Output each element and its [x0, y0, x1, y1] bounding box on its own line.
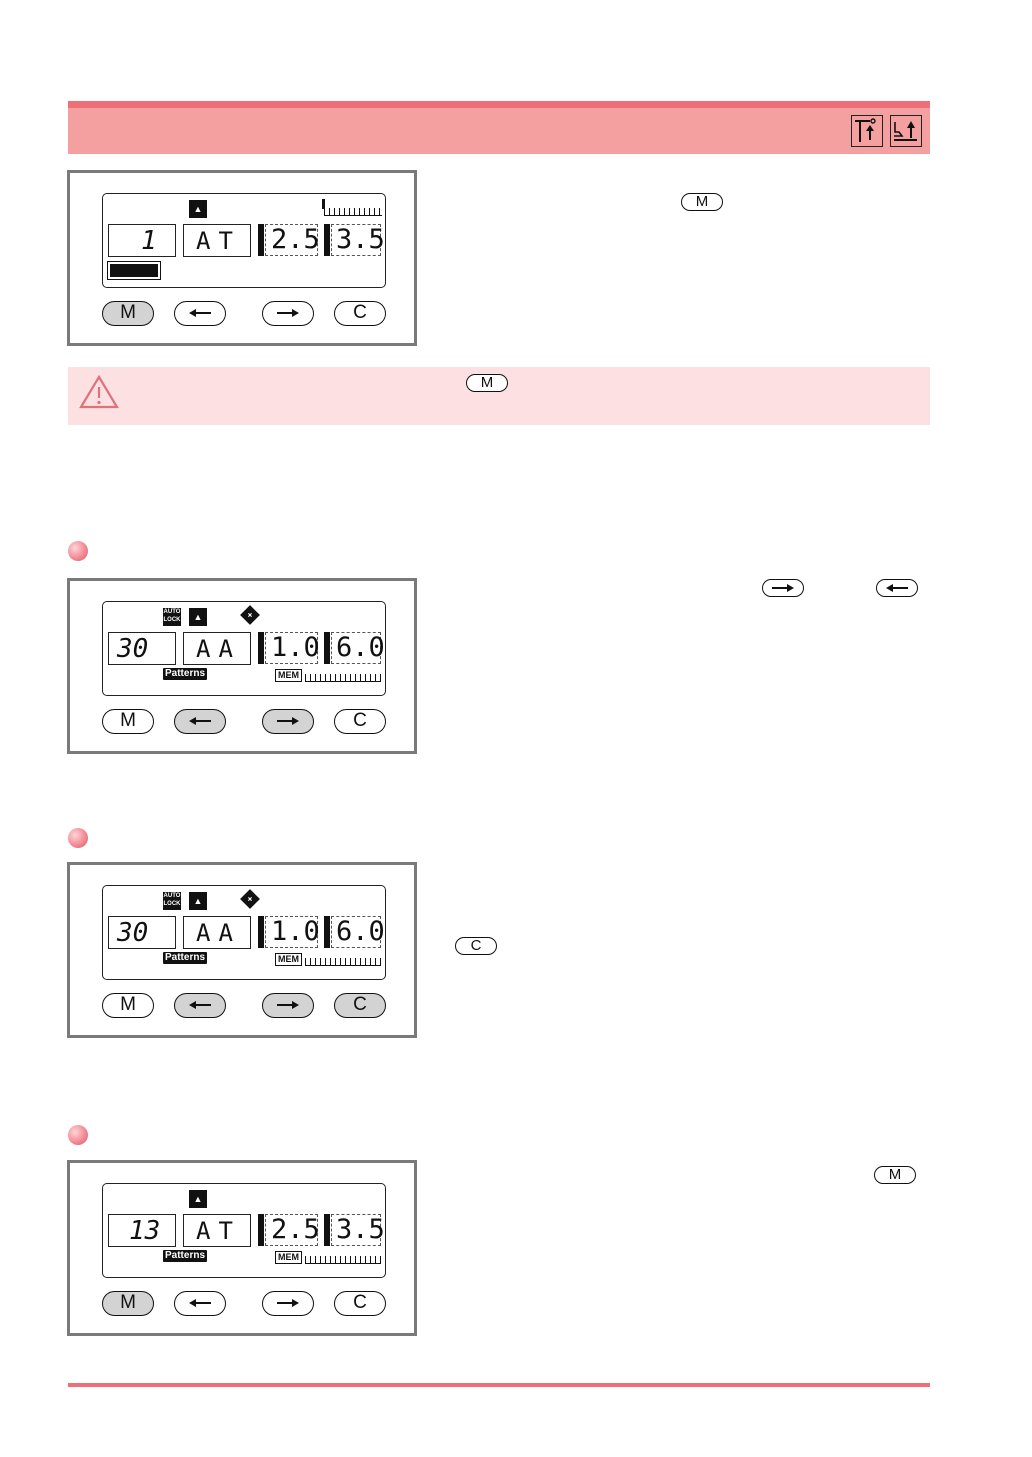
patterns-label: Patterns	[163, 952, 208, 964]
c-button[interactable]: C	[334, 301, 386, 326]
left-arrow-button[interactable]	[174, 1291, 226, 1316]
inline-m-key: M	[874, 1166, 916, 1184]
control-panel-4: ▲ 13 AT 2.5 3.5 Patterns MEM M C	[67, 1160, 417, 1336]
length-marker	[258, 632, 264, 664]
c-button[interactable]: C	[334, 993, 386, 1018]
stitch-width-value: 3.5	[336, 224, 385, 255]
patterns-label: Patterns	[163, 1250, 208, 1262]
length-box	[265, 1214, 318, 1246]
needle-up-icon	[851, 115, 883, 147]
length-box	[265, 916, 318, 948]
right-arrow-button[interactable]	[262, 993, 314, 1018]
needle-position-icon: ▲	[189, 608, 207, 626]
pattern-number-box	[108, 224, 176, 257]
reverse-icon: +	[240, 889, 260, 909]
needle-position-icon: ▲	[189, 892, 207, 910]
stitch-length-value: 2.5	[271, 224, 320, 255]
reverse-icon: +	[240, 605, 260, 625]
width-box	[331, 916, 381, 948]
mode-indicator: AT	[196, 1217, 241, 1245]
stitch-width-value: 6.0	[336, 632, 385, 663]
pattern-number-box	[108, 916, 176, 949]
mode-indicator: AA	[196, 635, 241, 663]
control-panel-3: AUTO LOCK ▲ + 30 AA 1.0 6.0 Patterns MEM…	[67, 862, 417, 1038]
width-marker	[324, 916, 330, 948]
caution-m-key: M	[466, 374, 508, 392]
mode-box	[183, 224, 251, 257]
mode-indicator: AT	[196, 227, 241, 255]
stitch-length-value: 1.0	[271, 632, 320, 663]
section-bullet	[68, 1125, 88, 1145]
width-marker	[324, 1214, 330, 1246]
inline-right-arrow-key	[762, 579, 804, 597]
inline-left-arrow-key	[876, 579, 918, 597]
memory-scale	[305, 1256, 381, 1264]
needle-position-icon: ▲	[189, 1190, 207, 1208]
mode-box	[183, 916, 251, 949]
width-indicator	[322, 199, 325, 209]
control-panel-2: AUTO LOCK ▲ + 30 AA 1.0 6.0 Patterns MEM…	[67, 578, 417, 754]
footer-rule	[68, 1383, 930, 1387]
left-arrow-button[interactable]	[174, 993, 226, 1018]
lcd-display: AUTO LOCK ▲ + 30 AA 1.0 6.0 Patterns MEM	[102, 885, 386, 980]
pattern-number: 30	[117, 918, 149, 948]
memory-scale	[305, 674, 381, 682]
stitch-width-value: 3.5	[336, 1214, 385, 1245]
needle-position-icon: ▲	[189, 200, 207, 218]
auto-lock-icon: AUTO LOCK	[163, 892, 181, 910]
c-button[interactable]: C	[334, 709, 386, 734]
length-box	[265, 632, 318, 664]
inline-m-key: M	[681, 193, 723, 211]
width-box	[331, 632, 381, 664]
lcd-display: ▲ 1 AT 2.5 3.5	[102, 193, 386, 288]
patterns-label: Patterns	[163, 668, 208, 680]
length-marker	[258, 916, 264, 948]
stitch-length-value: 2.5	[271, 1214, 320, 1245]
mode-box	[183, 632, 251, 665]
mem-label: MEM	[275, 1251, 302, 1264]
section-bullet	[68, 541, 88, 561]
memory-bar	[107, 261, 161, 280]
memory-scale	[305, 958, 381, 966]
width-box	[331, 224, 381, 256]
stitch-length-value: 1.0	[271, 916, 320, 947]
lcd-display: AUTO LOCK ▲ + 30 AA 1.0 6.0 Patterns MEM	[102, 601, 386, 696]
m-button[interactable]: M	[102, 1291, 154, 1316]
pattern-number: 30	[117, 634, 149, 664]
pattern-number: 1	[141, 226, 157, 256]
mode-box	[183, 1214, 251, 1247]
right-arrow-button[interactable]	[262, 301, 314, 326]
left-arrow-button[interactable]	[174, 301, 226, 326]
width-marker	[324, 632, 330, 664]
length-marker	[258, 1214, 264, 1246]
stitch-width-value: 6.0	[336, 916, 385, 947]
right-arrow-button[interactable]	[262, 709, 314, 734]
width-box	[331, 1214, 381, 1246]
inline-c-key: C	[455, 937, 497, 955]
m-button[interactable]: M	[102, 301, 154, 326]
right-arrow-button[interactable]	[262, 1291, 314, 1316]
auto-lock-icon: AUTO LOCK	[163, 608, 181, 626]
pattern-number-box	[108, 632, 176, 665]
mem-label: MEM	[275, 669, 302, 682]
mem-label: MEM	[275, 953, 302, 966]
length-box	[265, 224, 318, 256]
m-button[interactable]: M	[102, 993, 154, 1018]
presser-foot-up-icon	[890, 115, 922, 147]
length-marker	[258, 224, 264, 256]
width-scale	[324, 208, 382, 216]
mode-indicator: AA	[196, 919, 241, 947]
left-arrow-button[interactable]	[174, 709, 226, 734]
pattern-number-box	[108, 1214, 176, 1247]
pattern-number: 13	[129, 1216, 161, 1246]
lcd-display: ▲ 13 AT 2.5 3.5 Patterns MEM	[102, 1183, 386, 1278]
width-marker	[324, 224, 330, 256]
section-header-band	[68, 101, 930, 154]
warning-triangle-icon	[78, 374, 120, 415]
control-panel-1: ▲ 1 AT 2.5 3.5 M C	[67, 170, 417, 346]
section-bullet	[68, 828, 88, 848]
c-button[interactable]: C	[334, 1291, 386, 1316]
m-button[interactable]: M	[102, 709, 154, 734]
